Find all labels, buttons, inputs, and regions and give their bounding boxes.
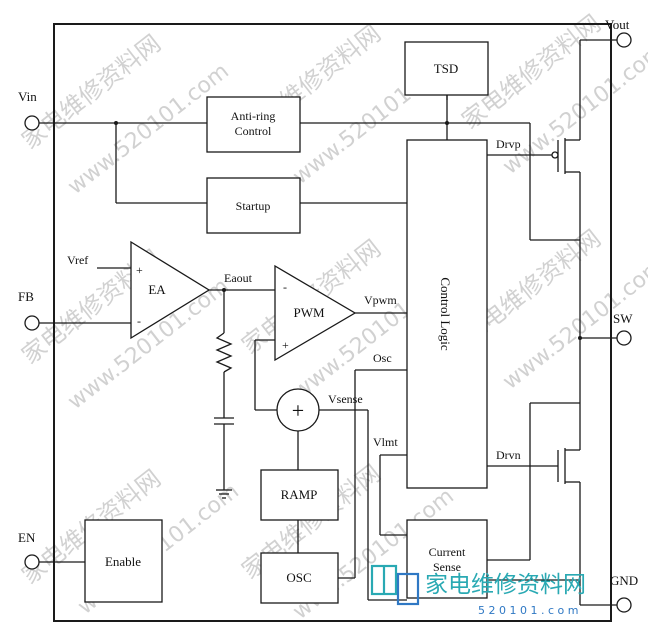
pin-vin-label: Vin	[18, 89, 37, 104]
vpwm-label: Vpwm	[364, 293, 397, 307]
drvp-label: Drvp	[496, 137, 521, 151]
site-logo: 家电维修资料网 5 2 0 1 0 1 . c o m	[370, 564, 586, 617]
startup-block	[206, 177, 301, 234]
current-sense-label-1: Current	[429, 545, 466, 559]
pin-vout-terminal	[616, 32, 632, 48]
current-sense-block	[406, 519, 488, 599]
tsd-block	[404, 41, 489, 96]
summer-plus-label: +	[292, 398, 304, 423]
ramp-label: RAMP	[281, 487, 318, 502]
pin-vin-terminal	[24, 115, 40, 131]
control-logic-block	[406, 139, 488, 489]
eaout-label: Eaout	[224, 271, 253, 285]
pin-en-label: EN	[18, 530, 36, 545]
vref-label: Vref	[67, 253, 88, 267]
circuit	[24, 23, 632, 622]
pin-sw-terminal	[616, 330, 632, 346]
pin-vout-label: Vout	[605, 17, 630, 32]
osc-signal-label: Osc	[373, 351, 392, 365]
ramp-block	[260, 469, 339, 521]
logo-url: 5 2 0 1 0 1 . c o m	[478, 604, 578, 617]
pwm-comparator	[274, 264, 357, 362]
anti-ring-control-block	[206, 96, 301, 153]
logo-text: 家电维修资料网	[425, 572, 586, 598]
current-sense-label-2: Sense	[433, 560, 461, 574]
drvn-label: Drvn	[496, 448, 521, 462]
labels: Vin FB EN Vout SW GND TSD Anti-ring Cont…	[18, 17, 638, 588]
pin-gnd-label: GND	[610, 573, 638, 588]
pwm-plus-label: +	[282, 338, 289, 352]
enable-block	[84, 519, 163, 603]
ea-amplifier	[130, 240, 211, 340]
control-logic-label: Control Logic	[438, 277, 453, 351]
anti-ring-label-2: Control	[235, 124, 272, 138]
pin-gnd-terminal	[616, 597, 632, 613]
enable-label: Enable	[105, 554, 141, 569]
startup-label: Startup	[236, 199, 271, 213]
pin-sw-label: SW	[613, 311, 633, 326]
anti-ring-label-1: Anti-ring	[231, 109, 276, 123]
osc-label: OSC	[286, 570, 311, 585]
ea-minus-label: -	[137, 314, 141, 328]
ea-plus-label: +	[136, 263, 143, 277]
pin-fb-label: FB	[18, 289, 34, 304]
vsense-label: Vsense	[328, 392, 363, 406]
pin-en-terminal	[24, 554, 40, 570]
tsd-label: TSD	[434, 61, 459, 76]
vlmt-label: Vlmt	[373, 435, 398, 449]
ea-label: EA	[148, 282, 166, 297]
pin-fb-terminal	[24, 315, 40, 331]
watermark-url: www.520101.com	[498, 39, 648, 180]
pwm-minus-label: -	[283, 280, 287, 294]
pwm-label: PWM	[293, 305, 325, 320]
logo-mark-icon	[370, 564, 420, 606]
resistor	[215, 332, 233, 373]
